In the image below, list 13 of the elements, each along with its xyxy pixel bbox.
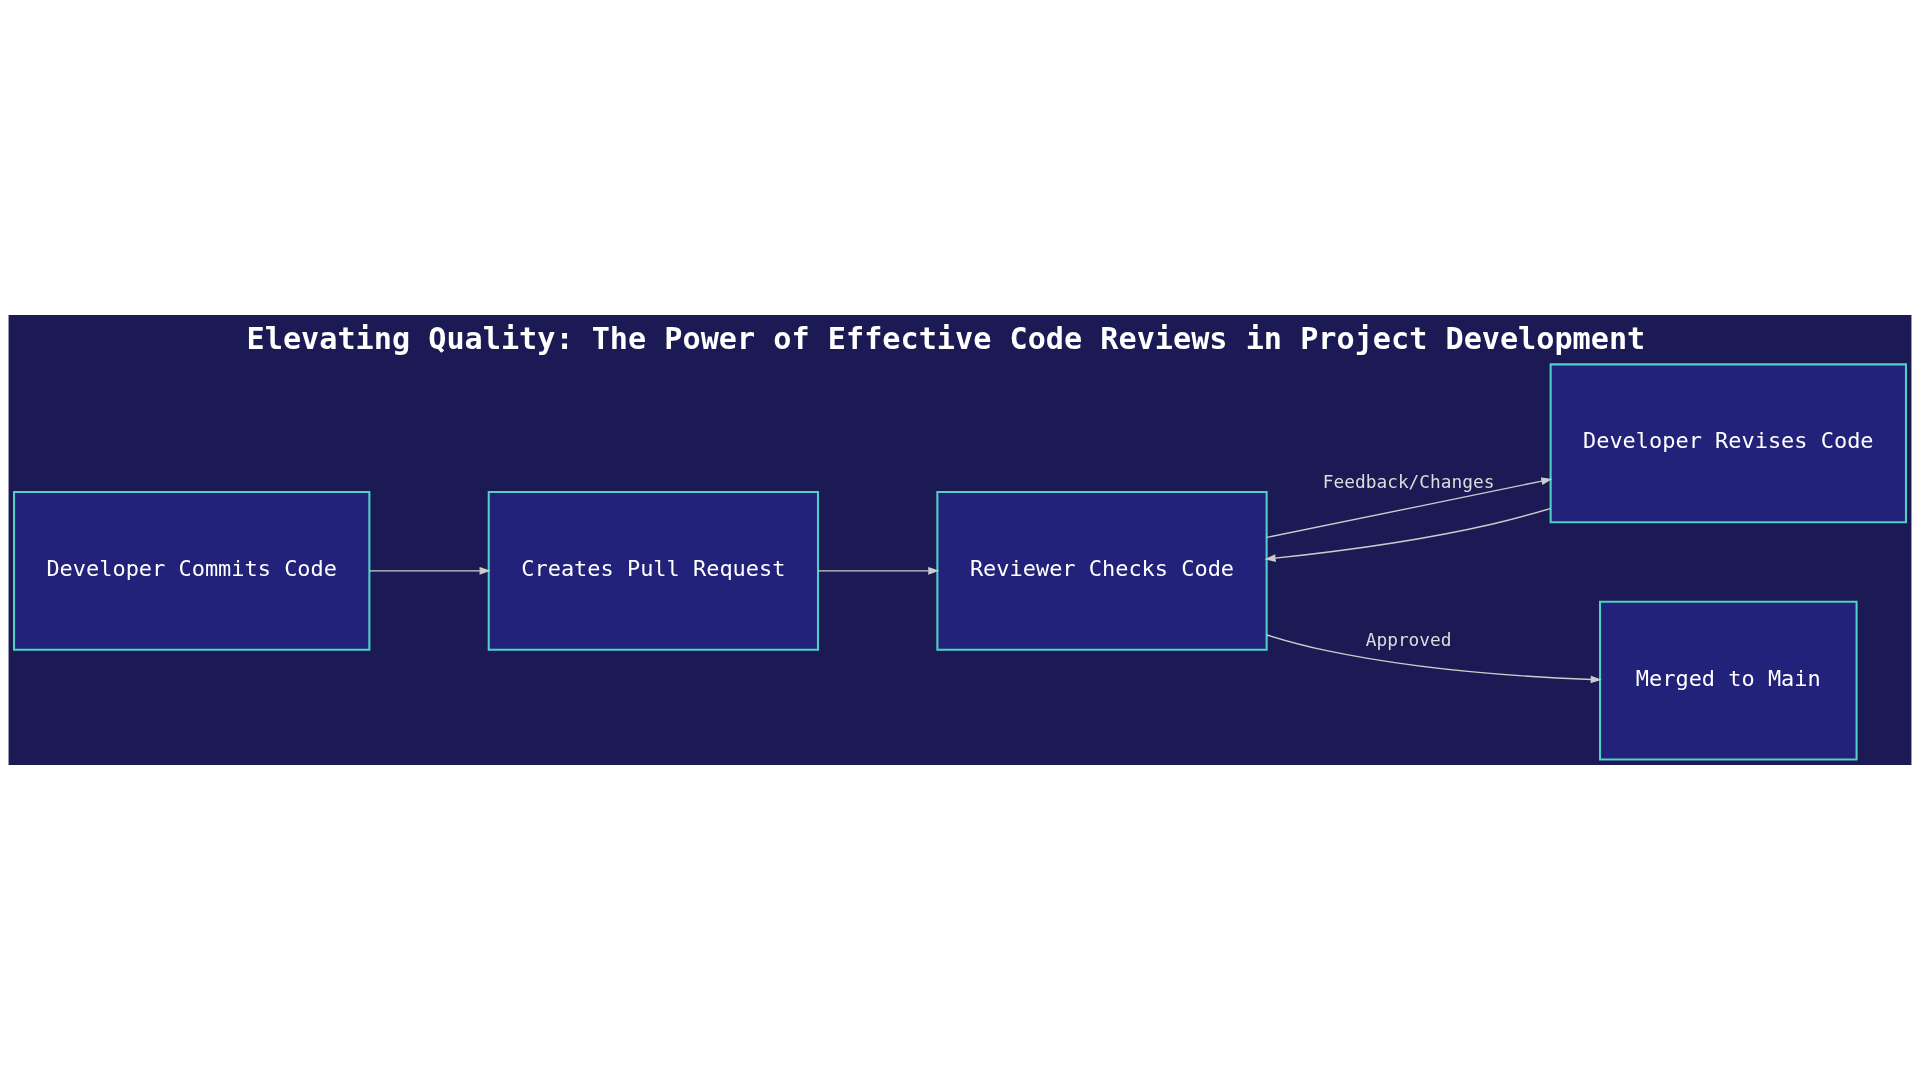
arrow: [817, 567, 940, 575]
node-box: Reviewer Checks Code: [936, 490, 1268, 651]
edge-label: Feedback/Changes: [1322, 470, 1495, 492]
diagram-title: Elevating Quality: The Power of Effective Code Reviews in Project Development: [246, 320, 1646, 356]
node-box: Creates Pull Request: [487, 490, 820, 651]
arrow: [1264, 507, 1551, 562]
arrow: [1266, 634, 1602, 684]
node-box: Developer Revises Code: [1549, 363, 1907, 524]
arrow: [369, 567, 491, 575]
arrow: [1266, 477, 1553, 539]
edge-label: Approved: [1365, 628, 1452, 650]
node-box: Developer Commits Code: [13, 490, 371, 651]
node-box: Merged to Main: [1599, 600, 1858, 761]
